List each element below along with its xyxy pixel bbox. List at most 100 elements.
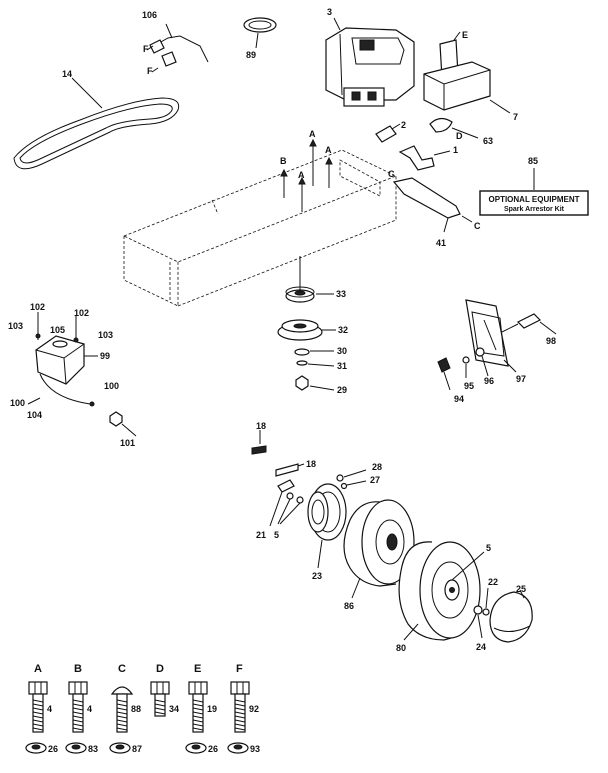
part-41-bracket <box>392 177 473 233</box>
callout-33: 33 <box>336 289 346 299</box>
callout-101: 101 <box>120 438 135 448</box>
callout-5-left: 5 <box>274 530 279 540</box>
part-89-seal <box>243 17 277 49</box>
hardware-bolt-f: 92 <box>249 704 259 714</box>
hardware-letter-f: F <box>236 663 243 675</box>
part-23-hub <box>307 483 347 569</box>
callout-A-2: A <box>325 145 332 155</box>
part-86-tire <box>343 499 415 599</box>
callout-1: 1 <box>453 145 458 155</box>
callout-30: 30 <box>337 346 347 356</box>
callout-32: 32 <box>338 325 348 335</box>
bolts-A-B <box>280 138 333 212</box>
callout-28: 28 <box>372 462 382 472</box>
hardware-nut-label-a: 26 <box>48 744 58 754</box>
hardware-bolt-b: 4 <box>87 704 92 714</box>
part-101-nut <box>109 411 137 437</box>
callout-5-right: 5 <box>486 543 491 553</box>
callout-100-right: 100 <box>104 381 119 391</box>
part-63-clamp <box>429 117 479 139</box>
callout-41: 41 <box>436 238 446 248</box>
callout-63: 63 <box>483 136 493 146</box>
hardware-key: A 4 26 B 4 83 C 88 87 D 34 E 19 26 F 92 93 <box>25 663 260 754</box>
hardware-head-e <box>188 681 208 695</box>
part-97-plate <box>437 299 557 391</box>
part-14-belt <box>13 77 180 170</box>
hardware-letter-c: C <box>118 663 126 675</box>
callout-24: 24 <box>476 642 486 652</box>
callout-22: 22 <box>488 577 498 587</box>
callout-97: 97 <box>516 374 526 384</box>
part-1-elbow <box>398 145 451 171</box>
hardware-nut-label-c: 87 <box>132 744 142 754</box>
callout-25: 25 <box>516 584 526 594</box>
part-2-nipple <box>375 123 401 143</box>
part-99-tank <box>27 312 98 407</box>
hardware-head-a <box>28 681 48 695</box>
callout-80: 80 <box>396 643 406 653</box>
callout-104: 104 <box>27 410 42 420</box>
callout-A-3: A <box>298 170 305 180</box>
callout-C-bracket-left: C <box>388 169 395 179</box>
callout-C-bracket-right: C <box>474 221 481 231</box>
callout-100-left: 100 <box>10 398 25 408</box>
hardware-nut-label-f: 93 <box>250 744 260 754</box>
parts-22-24-washers <box>473 587 490 639</box>
hardware-letter-b: B <box>74 663 82 675</box>
hardware-bolt-a: 4 <box>47 704 52 714</box>
callout-105: 105 <box>50 325 65 335</box>
callout-3: 3 <box>327 7 332 17</box>
callout-18: 18 <box>306 459 316 469</box>
hardware-letter-d: D <box>156 663 164 675</box>
optional-equipment-box: OPTIONAL EQUIPMENT Spark Arrestor Kit <box>479 190 589 216</box>
hardware-bolt-c: 88 <box>131 704 141 714</box>
callout-31: 31 <box>337 361 347 371</box>
callout-D-muffler: D <box>456 131 463 141</box>
callout-98: 98 <box>546 336 556 346</box>
callout-18-top: 18 <box>256 421 266 431</box>
optional-subtitle: Spark Arrestor Kit <box>504 206 565 213</box>
callout-99: 99 <box>100 351 110 361</box>
callout-7: 7 <box>513 112 518 122</box>
hardware-head-f <box>230 681 250 695</box>
callout-29: 29 <box>337 385 347 395</box>
callout-27: 27 <box>370 475 380 485</box>
callout-95: 95 <box>464 381 474 391</box>
callout-2: 2 <box>401 120 406 130</box>
hardware-bolt-e: 19 <box>207 704 217 714</box>
hardware-bolt-d: 34 <box>169 704 179 714</box>
part-106-linkage <box>146 23 209 73</box>
part-7-muffler <box>423 31 511 114</box>
callout-E: E <box>462 30 468 40</box>
callout-B: B <box>280 156 287 166</box>
callout-86: 86 <box>344 601 354 611</box>
part-3-engine <box>325 17 415 107</box>
callout-102-left: 102 <box>30 302 45 312</box>
callout-94: 94 <box>454 394 464 404</box>
callout-21: 21 <box>256 530 266 540</box>
hardware-head-b <box>68 681 88 695</box>
hardware-letter-a: A <box>34 663 42 675</box>
callout-102-right: 102 <box>74 308 89 318</box>
optional-title: OPTIONAL EQUIPMENT <box>489 195 580 204</box>
callout-106: 106 <box>142 10 157 20</box>
frame-deck <box>123 149 397 307</box>
hardware-head-c <box>110 686 134 695</box>
keys-and-pins <box>251 430 367 527</box>
callout-23: 23 <box>312 571 322 581</box>
hardware-nut-label-e: 26 <box>208 744 218 754</box>
pulley-stack <box>277 256 336 391</box>
hardware-head-d <box>150 681 170 695</box>
callout-96: 96 <box>484 376 494 386</box>
part-25-hubcap <box>489 589 533 643</box>
callout-14: 14 <box>62 69 72 79</box>
callout-F-upper: F <box>143 44 149 54</box>
callout-A-1: A <box>309 129 316 139</box>
callout-103-left: 103 <box>8 321 23 331</box>
hardware-nut-label-b: 83 <box>88 744 98 754</box>
callout-85: 85 <box>528 156 538 166</box>
callout-89: 89 <box>246 50 256 60</box>
hardware-letter-e: E <box>194 663 201 675</box>
